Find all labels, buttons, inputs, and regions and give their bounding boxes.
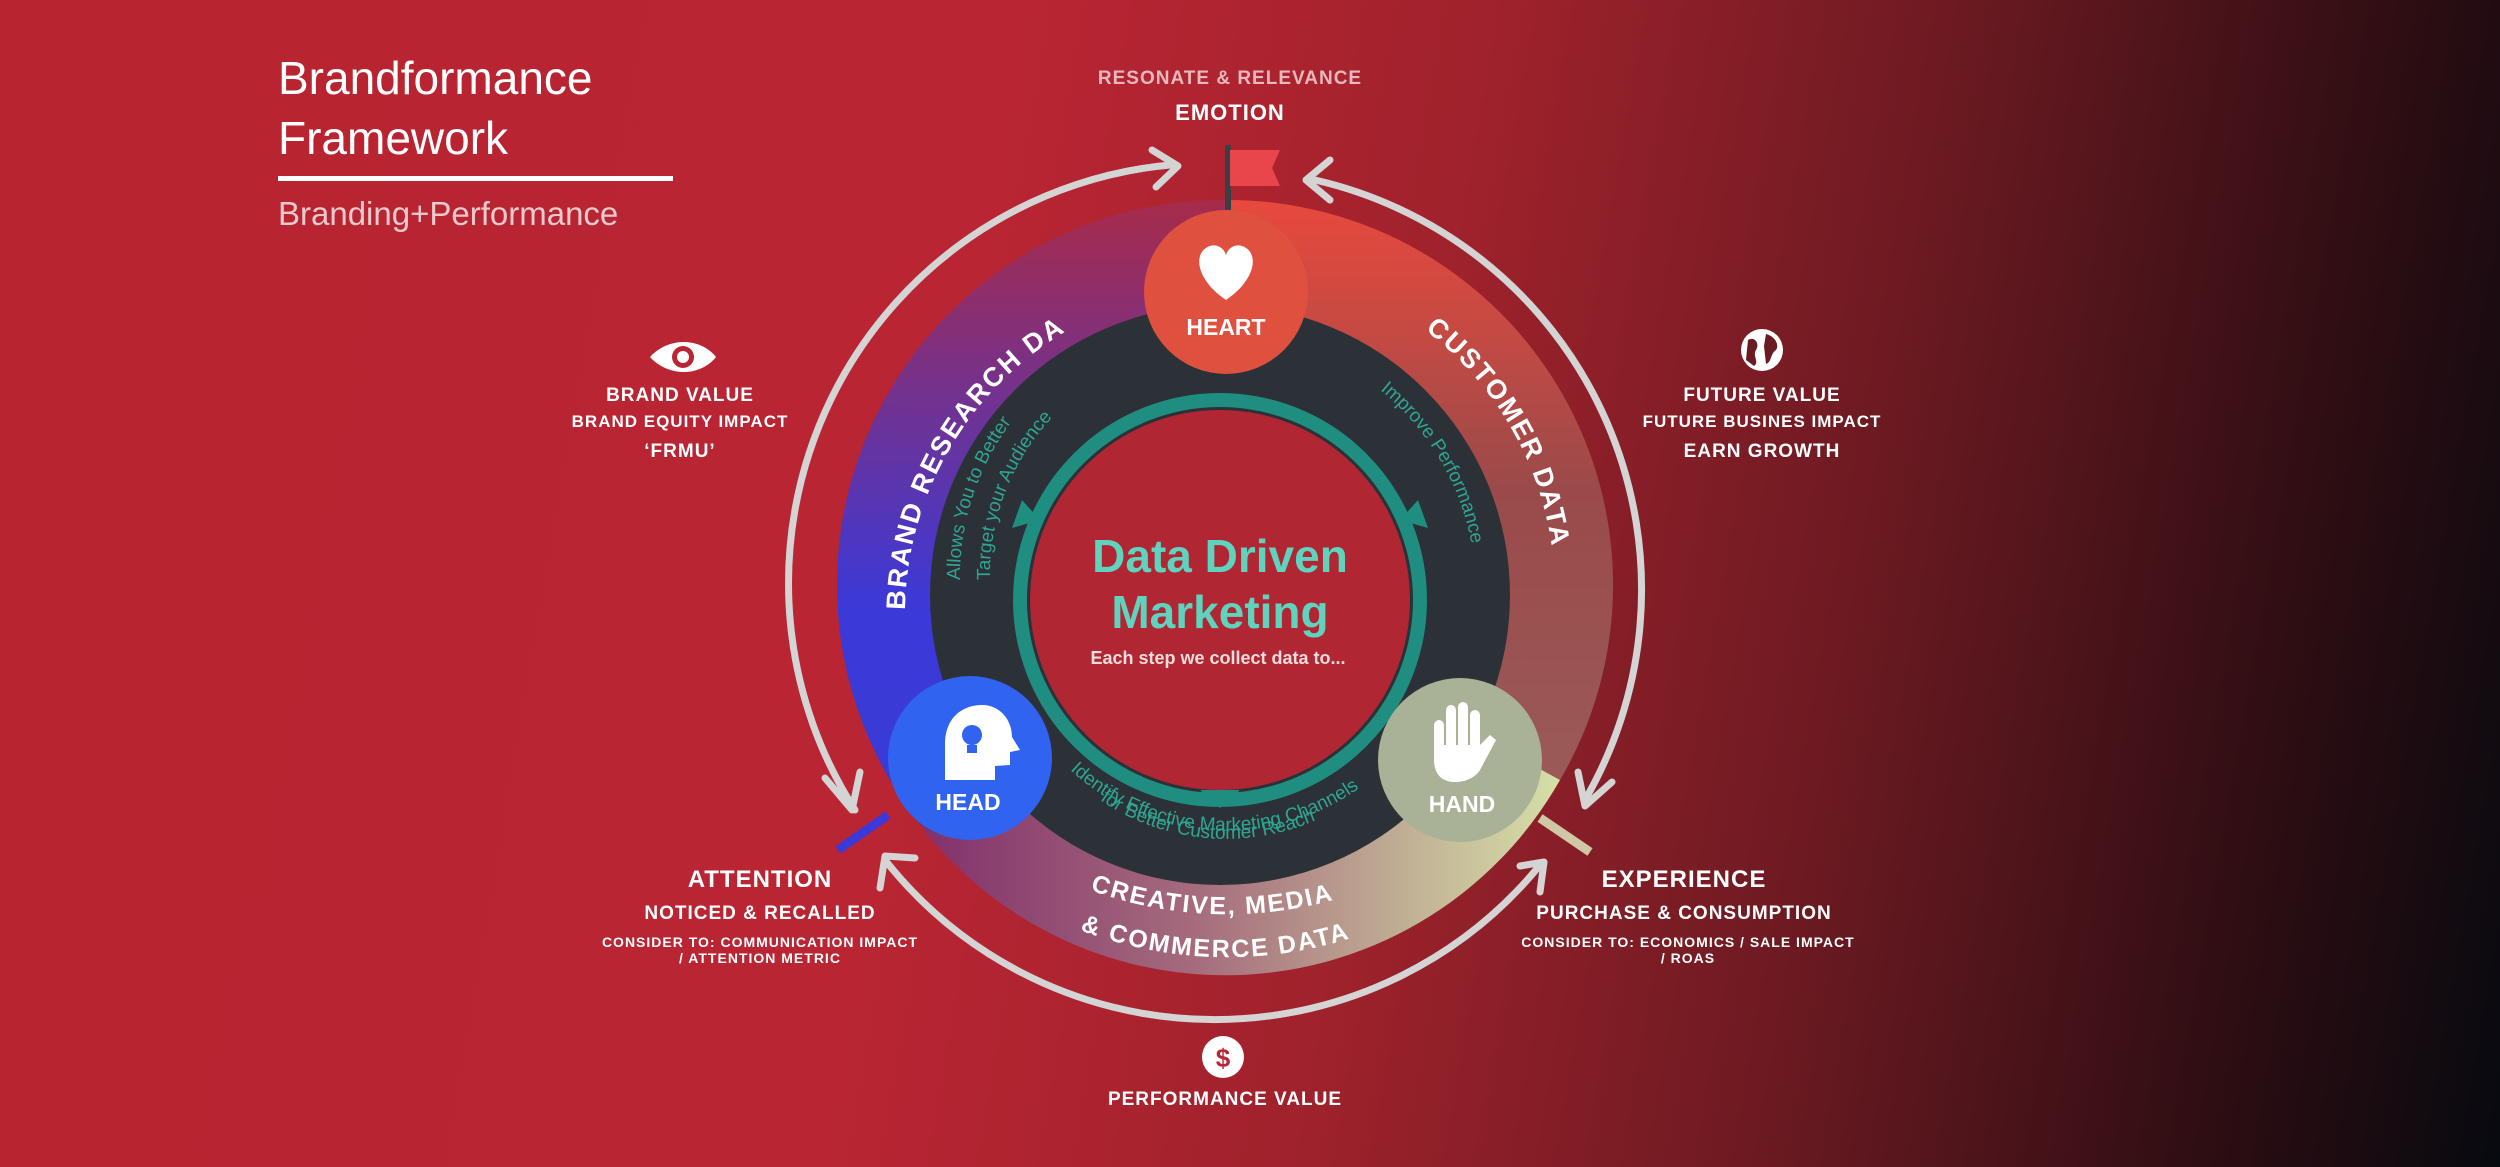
experience-title: EXPERIENCE bbox=[1601, 866, 1767, 893]
title-block: Brandformance Framework Branding+Perform… bbox=[278, 48, 678, 233]
attention-note-2: / ATTENTION METRIC bbox=[679, 950, 841, 966]
svg-text:$: $ bbox=[1216, 1043, 1231, 1073]
future-value-sub: FUTURE BUSINES IMPACT bbox=[1642, 412, 1882, 431]
center-caption: Each step we collect data to... bbox=[1090, 648, 1345, 668]
arrowhead-top-left bbox=[1148, 146, 1182, 191]
head-bulb-icon bbox=[945, 705, 1020, 780]
title-divider bbox=[278, 176, 673, 181]
attention-tick bbox=[835, 811, 891, 854]
flag-icon bbox=[1225, 145, 1280, 210]
brand-value-frmu: ‘FRMU’ bbox=[644, 441, 716, 462]
head-label: HEAD bbox=[935, 789, 1000, 815]
center-title-2: Marketing bbox=[1111, 586, 1328, 638]
arrowhead-left bbox=[821, 768, 864, 814]
experience-sub: PURCHASE & CONSUMPTION bbox=[1536, 903, 1832, 924]
arrow-bottom bbox=[881, 856, 1544, 1024]
outer-cycle-arrows bbox=[785, 161, 1646, 1024]
top-label-emotion: EMOTION bbox=[1175, 100, 1285, 125]
arrowhead-bottom-right bbox=[1516, 858, 1548, 896]
attention-title: ATTENTION bbox=[687, 866, 833, 893]
heart-icon bbox=[1199, 245, 1253, 300]
page-title-line1: Brandformance bbox=[278, 52, 593, 104]
arrow-top-left bbox=[785, 161, 1174, 814]
arrowhead-bottom-left bbox=[876, 852, 919, 892]
head-node: HEAD bbox=[888, 676, 1052, 840]
center-title-1: Data Driven bbox=[1092, 530, 1348, 582]
experience-tick bbox=[1537, 814, 1593, 856]
eye-icon bbox=[650, 342, 716, 372]
globe-icon bbox=[1741, 329, 1783, 371]
attention-note-1: CONSIDER TO: COMMUNICATION IMPACT bbox=[601, 934, 919, 950]
future-value-growth: EARN GROWTH bbox=[1683, 441, 1841, 462]
experience-note-2: / ROAS bbox=[1660, 950, 1716, 966]
arrowhead-right bbox=[1574, 768, 1616, 810]
brand-value-title: BRAND VALUE bbox=[606, 385, 754, 406]
attention-sub: NOTICED & RECALLED bbox=[644, 903, 876, 924]
arrowhead-top-right bbox=[1302, 156, 1334, 204]
arrow-top-right bbox=[1311, 176, 1646, 804]
teal-pointer-right bbox=[1400, 500, 1428, 528]
arrow-heads bbox=[821, 146, 1616, 896]
center-disc bbox=[1030, 410, 1410, 790]
page-subtitle: Branding+Performance bbox=[278, 195, 619, 232]
hand-label: HAND bbox=[1429, 791, 1495, 817]
experience-note-1: CONSIDER TO: ECONOMICS / SALE IMPACT bbox=[1521, 934, 1855, 950]
performance-value-label: PERFORMANCE VALUE bbox=[1107, 1089, 1343, 1110]
ring-label-brand-research: BRAND RESEARCH DATA bbox=[0, 0, 1068, 610]
top-kicker: RESONATE & RELEVANCE bbox=[1097, 68, 1363, 89]
page-title-line2: Framework bbox=[278, 112, 509, 164]
future-value-title: FUTURE VALUE bbox=[1683, 385, 1841, 406]
hand-node: HAND bbox=[1378, 678, 1542, 842]
teal-pointer-bottom bbox=[1200, 790, 1240, 808]
hand-icon bbox=[1434, 702, 1496, 782]
heart-label: HEART bbox=[1186, 314, 1265, 340]
teal-pointer-left bbox=[1012, 500, 1040, 528]
brand-value-sub: BRAND EQUITY IMPACT bbox=[571, 412, 789, 431]
segment-creative bbox=[890, 720, 1560, 976]
dollar-icon: $ bbox=[1202, 1036, 1244, 1078]
heart-node: HEART bbox=[1144, 210, 1308, 374]
